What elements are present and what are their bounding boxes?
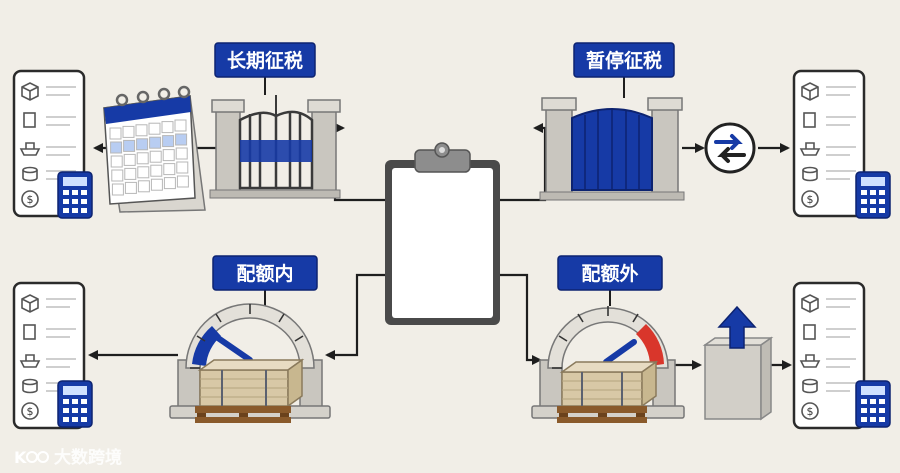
calendar-cell — [163, 177, 176, 190]
svg-text:K: K — [14, 448, 27, 467]
svg-text:大数跨境: 大数跨境 — [54, 447, 122, 468]
calculator-icon-top-left — [57, 171, 93, 219]
label-long-term: 长期征税 — [214, 42, 316, 95]
svg-text:暂停征税: 暂停征税 — [586, 49, 662, 72]
connector-lines — [88, 123, 792, 370]
label-in-quota: 配额内 — [212, 255, 318, 306]
arrow-up-icon — [702, 305, 774, 421]
calendar-cell — [176, 175, 189, 188]
calendar-cell — [148, 122, 161, 135]
calendar-cell — [149, 136, 162, 149]
calendar-cell — [174, 119, 187, 132]
calculator-icon-bottom-right — [855, 380, 891, 428]
calculator-icon-bottom-left — [57, 380, 93, 428]
calculator-icon-top-right — [855, 171, 891, 219]
calendar-cell — [111, 169, 124, 182]
calendar-cell — [123, 139, 136, 152]
gate-closed-icon — [539, 97, 685, 201]
calendar-cell — [161, 121, 174, 134]
calendar-cell — [135, 124, 148, 137]
calendar-cell — [124, 167, 137, 180]
calendar-cell — [176, 161, 189, 174]
calendar-cell — [136, 152, 149, 165]
svg-text:配额内: 配额内 — [236, 262, 293, 285]
label-suspend: 暂停征税 — [573, 42, 675, 98]
gate-open-icon — [209, 95, 341, 199]
calendar-cell — [136, 138, 149, 151]
calendar-cell — [150, 178, 163, 191]
calendar-cell — [162, 135, 175, 148]
cargo-pallet-in-icon — [195, 358, 305, 423]
calendar-cell — [110, 141, 123, 154]
cargo-pallet-out-icon — [557, 360, 659, 423]
calendar-cell — [137, 166, 150, 179]
exchange-arrows-icon — [704, 122, 756, 174]
calendar-cell — [109, 127, 122, 140]
svg-text:配额外: 配额外 — [581, 262, 638, 285]
calendar-cell — [110, 155, 123, 168]
checklist-form-icon-top-right — [792, 69, 866, 218]
calendar-icon — [103, 85, 206, 213]
calendar-cell — [123, 153, 136, 166]
calendar-cell — [122, 125, 135, 138]
calendar-cell — [111, 183, 124, 196]
svg-text:长期征税: 长期征税 — [227, 49, 303, 72]
calendar-cell — [175, 133, 188, 146]
clipboard-icon — [385, 142, 500, 325]
calendar-cell — [150, 164, 163, 177]
calendar-cell — [162, 149, 175, 162]
calendar-cell — [175, 147, 188, 160]
calendar-cell — [149, 150, 162, 163]
watermark: K 大数跨境 — [14, 447, 122, 468]
calendar-cell — [124, 181, 137, 194]
checklist-form-icon-bottom-right — [792, 281, 866, 430]
label-out-quota: 配额外 — [557, 255, 663, 306]
calendar-cell — [163, 163, 176, 176]
calendar-cell — [137, 180, 150, 193]
